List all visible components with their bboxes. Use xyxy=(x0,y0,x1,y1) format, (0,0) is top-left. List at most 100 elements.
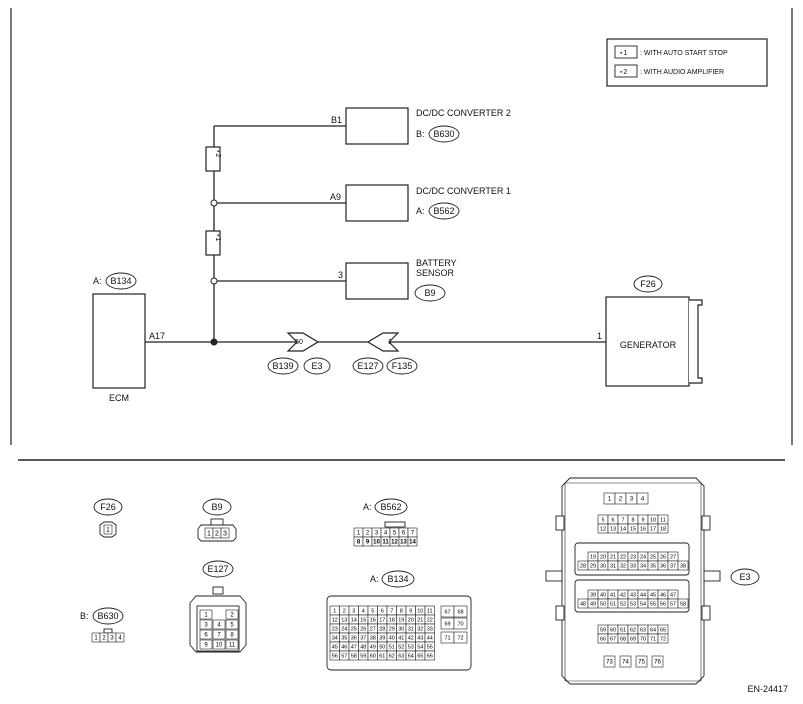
b562-pin-number: 7 xyxy=(411,531,415,537)
e3-pin-number: 66 xyxy=(600,636,606,642)
e3-pin-cell xyxy=(677,598,689,609)
b134-pin-number: 31 xyxy=(408,626,414,632)
e127-pin-number: 10 xyxy=(216,643,223,649)
e127-pin-number: 7 xyxy=(217,633,221,639)
b134-pin-number: 16 xyxy=(370,617,376,623)
option-mark-lower: ⋆1 xyxy=(205,230,221,256)
b562-pin-number: 13 xyxy=(400,540,407,546)
b134-pin-number: 53 xyxy=(408,644,414,650)
e3-pin-number: 37 xyxy=(670,563,676,569)
generator-title: GENERATOR xyxy=(620,340,677,350)
b134-pin-number: 19 xyxy=(398,617,404,623)
e3-pin-cell xyxy=(677,560,689,571)
e127-pin-number: 3 xyxy=(204,623,208,629)
b134-pin-number: 11 xyxy=(427,608,433,614)
connector-b562-label: B562 xyxy=(380,502,401,512)
b562-pin-number: 14 xyxy=(409,540,416,546)
connector-f26: F26 1 xyxy=(93,498,123,538)
b134-pin-number: 62 xyxy=(389,653,395,659)
b134-pin-number: 34 xyxy=(332,635,338,641)
b630-pin-number: 2 xyxy=(102,636,106,642)
b9-pin-number: 3 xyxy=(223,531,227,538)
pin-a17: A17 xyxy=(149,331,165,341)
dcdc1-prefix: A: xyxy=(416,206,425,216)
e3-pin-number: 4 xyxy=(641,497,645,503)
b134-pin-number: 18 xyxy=(389,617,395,623)
b134-pin-number: 38 xyxy=(370,635,376,641)
battery-title-line1: BATTERY xyxy=(416,258,457,268)
legend-mark-2: ⋆2 xyxy=(619,69,627,76)
e3-pin-number: 73 xyxy=(606,660,613,666)
e3-pin-number: 65 xyxy=(660,627,666,633)
e127-pin-number: 4 xyxy=(217,623,221,629)
e3-pin-number: 12 xyxy=(600,526,606,532)
e3-pin-number: 1 xyxy=(608,497,612,503)
e3-pin-number: 35 xyxy=(650,563,656,569)
joint-2-left: E127 xyxy=(357,361,378,371)
b134-pin-number: 50 xyxy=(379,644,385,650)
e3-pin-cell xyxy=(651,655,664,668)
joint-1-pin: 50 xyxy=(295,339,303,346)
e127-pin-cell xyxy=(212,619,226,630)
e3-pin-number: 67 xyxy=(610,636,616,642)
b134-pin-number: 56 xyxy=(332,653,338,659)
joint-b139-e3: 50 B139 E3 xyxy=(267,332,331,375)
e3-pin-number: 63 xyxy=(640,627,646,633)
battery-connector-id: B9 xyxy=(424,288,435,298)
e3-pin-number: 2 xyxy=(619,497,623,503)
b134-pin-number: 27 xyxy=(370,626,376,632)
e3-pin-number: 42 xyxy=(620,592,626,598)
ecm: A: B134 A17 ECM xyxy=(92,272,165,403)
e3-pin-number: 48 xyxy=(580,601,586,607)
b562-pin-number: 3 xyxy=(375,531,379,537)
b134-pin-number: 29 xyxy=(389,626,395,632)
e3-pin-number: 71 xyxy=(650,636,656,642)
joint-1-right: E3 xyxy=(311,361,322,371)
connector-f26-label: F26 xyxy=(100,502,116,512)
b134-pin-number: 52 xyxy=(398,644,404,650)
b134-pin-number: 57 xyxy=(341,653,347,659)
dcdc-converter-2: B1 DC/DC CONVERTER 2 B: B630 xyxy=(331,107,511,145)
svg-text:⋆2: ⋆2 xyxy=(214,149,221,157)
e127-pin-number: 1 xyxy=(204,613,208,619)
b134-pin-number: 67 xyxy=(444,609,450,615)
b562-pin-number: 4 xyxy=(384,531,388,537)
b134-pin-number: 10 xyxy=(417,608,423,614)
b134-pin-number: 17 xyxy=(379,617,385,623)
e3-pin-number: 34 xyxy=(640,563,646,569)
joint-2-pin: 1 xyxy=(388,339,392,346)
connector-e127-label: E127 xyxy=(207,564,228,574)
e127-pin-number: 5 xyxy=(230,623,234,629)
b9-pin-number: 1 xyxy=(207,531,211,538)
e3-pin-number: 21 xyxy=(610,554,616,560)
dcdc2-connector-id: B630 xyxy=(433,129,454,139)
b134-pin-number: 51 xyxy=(389,644,395,650)
e127-pin-number: 2 xyxy=(230,613,234,619)
b134-pin-number: 26 xyxy=(360,626,366,632)
e3-pin-number: 46 xyxy=(660,592,666,598)
e3-pin-number: 29 xyxy=(590,563,596,569)
e127-pin-number: 11 xyxy=(229,643,236,649)
e3-pin-cell xyxy=(657,633,669,644)
e3-pin-cell xyxy=(636,492,649,505)
b134-pin-number: 14 xyxy=(351,617,357,623)
e3-pin-number: 26 xyxy=(660,554,666,560)
legend-text-2: : WITH AUDIO AMPLIFIER xyxy=(640,69,724,76)
e3-pin-number: 33 xyxy=(630,563,636,569)
e3-pin-number: 17 xyxy=(650,526,656,532)
e127-pin-cell xyxy=(225,629,239,640)
b562-pin-number: 1 xyxy=(357,531,361,537)
e3-pin-number: 5 xyxy=(601,517,604,523)
b134-pin-number: 70 xyxy=(457,621,463,627)
b134-pin-number: 3 xyxy=(352,608,355,614)
connector-b134-label: B134 xyxy=(387,574,408,584)
e3-pin-number: 60 xyxy=(610,627,616,633)
b134-pin-number: 59 xyxy=(360,653,366,659)
b630-pin-cell xyxy=(115,632,125,643)
e3-pin-number: 36 xyxy=(660,563,666,569)
e3-pin-number: 23 xyxy=(630,554,636,560)
e3-pin-number: 64 xyxy=(650,627,656,633)
